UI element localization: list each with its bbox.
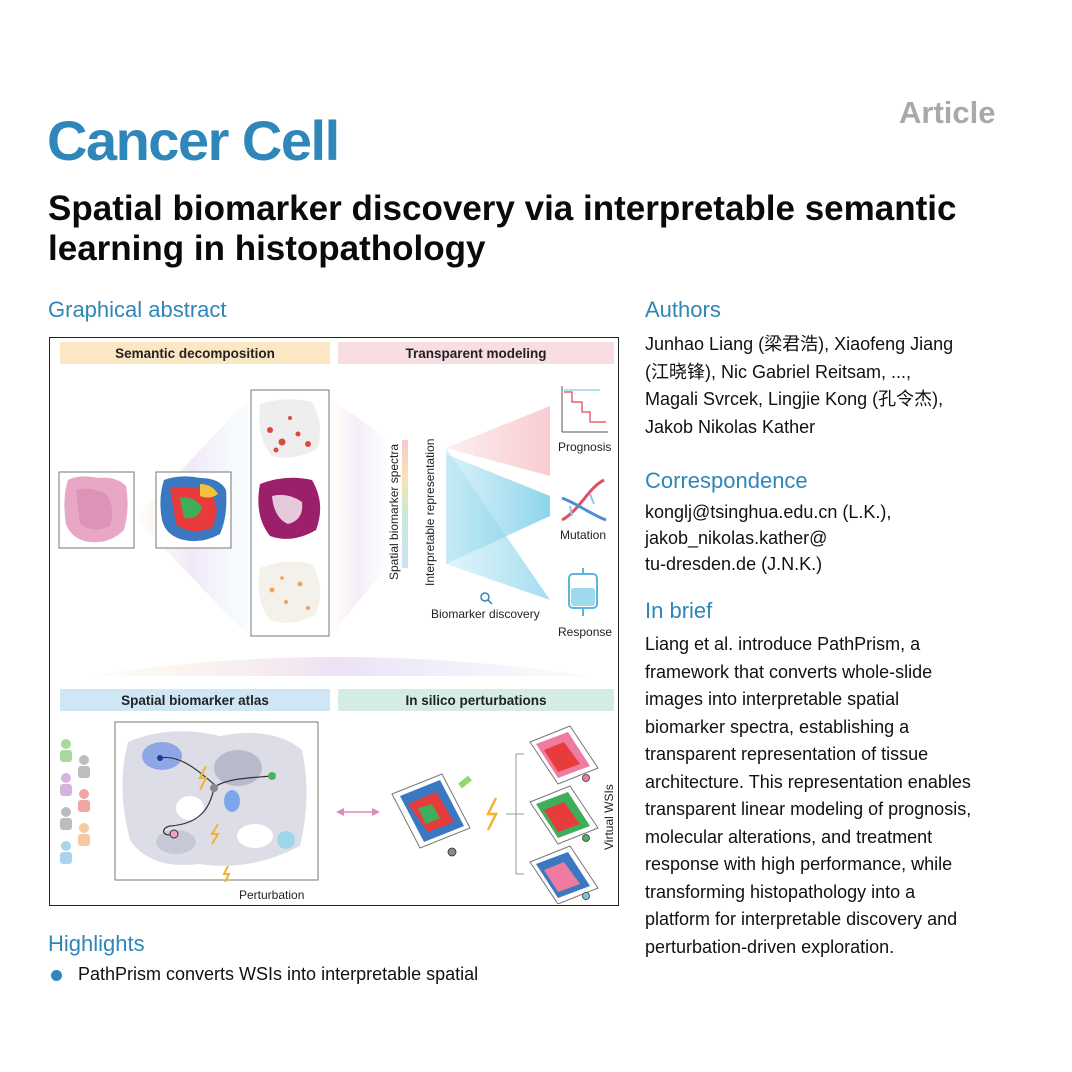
atlas-void xyxy=(176,796,204,820)
transparent-modeling-label: Transparent modeling xyxy=(405,346,546,361)
in-brief-text: Liang et al. introduce PathPrism, a fram… xyxy=(645,631,1045,961)
map-magenta-detail xyxy=(272,494,303,524)
graphical-abstract-heading: Graphical abstract xyxy=(48,297,227,322)
highlight-bullet-icon xyxy=(51,970,62,981)
highlight-item: PathPrism converts WSIs into interpretab… xyxy=(78,964,479,984)
spectra-prism xyxy=(330,398,386,636)
interpretable-representation-label: Interpretable representation xyxy=(423,439,437,586)
map-tissue-3 xyxy=(258,561,321,623)
virtual-wsi-tile-1 xyxy=(529,725,599,785)
perturbation-label: In silico perturbations xyxy=(405,693,546,708)
journal-name: Cancer Cell xyxy=(47,109,340,172)
prognosis-fan xyxy=(446,406,550,476)
prognosis-label: Prognosis xyxy=(558,440,611,454)
atlas-header xyxy=(60,689,330,711)
wsi-tissue-detail xyxy=(76,488,113,530)
biomarker-discovery-label: Biomarker discovery xyxy=(431,607,540,621)
in-brief-line: transforming histopathology into a xyxy=(645,881,916,902)
in-brief-line: biomarker spectra, establishing a xyxy=(645,716,910,737)
paper-title: Spatial biomarker discovery via interpre… xyxy=(48,189,957,268)
iv-bag-icon xyxy=(568,568,598,616)
in-brief-line: Liang et al. introduce PathPrism, a xyxy=(645,634,921,654)
double-arrow-icon xyxy=(336,808,380,816)
perturbation-header xyxy=(338,689,614,711)
authors-list: Junhao Liang (梁君浩), Xiaofeng Jiang (江晓锋)… xyxy=(645,331,1045,441)
graphical-abstract-svg: Semantic decomposition Transparent model… xyxy=(58,342,616,904)
atlas-region-lower xyxy=(156,830,196,854)
mutation-label: Mutation xyxy=(560,528,606,542)
semantic-decomposition-label: Semantic decomposition xyxy=(115,346,275,361)
in-brief-line: molecular alterations, and treatment xyxy=(645,826,933,847)
branch-point xyxy=(210,784,218,792)
perturbation-bolt-1 xyxy=(198,765,208,791)
end-point-pink xyxy=(169,829,179,839)
in-brief-line: response with high performance, while xyxy=(645,854,953,874)
seg-yellow xyxy=(200,484,218,498)
perturbation-legend-label: Perturbation xyxy=(239,888,304,902)
spectra-bar xyxy=(402,440,408,568)
highlights-heading: Highlights xyxy=(48,931,145,956)
authors-heading: Authors xyxy=(645,297,721,322)
virtual-wsi-tile-2 xyxy=(529,785,599,845)
correspondence-heading: Correspondence xyxy=(645,468,808,493)
map-orange-spots xyxy=(269,576,310,610)
atlas-void-2 xyxy=(237,824,273,848)
start-point xyxy=(157,755,163,761)
virtual-wsis-label: Virtual WSIs xyxy=(602,784,616,850)
in-brief-line: images into interpretable spatial xyxy=(645,689,900,709)
in-brief-line: transparent representation of tissue xyxy=(645,744,929,764)
correspondence-block: konglj@tsinghua.edu.cn (L.K.), jakob_nik… xyxy=(645,499,1045,577)
source-wsi-tile xyxy=(391,773,471,857)
transparent-modeling-header xyxy=(338,342,614,364)
brush-icon xyxy=(458,775,472,789)
correspondence-line[interactable]: jakob_nikolas.kather@ xyxy=(645,528,828,548)
in-brief-line: platform for interpretable discovery and xyxy=(645,909,958,929)
end-point-green xyxy=(268,772,276,780)
in-brief-line: architecture. This representation enable… xyxy=(645,771,971,792)
author-line: Magali Svrcek, Lingjie Kong (孔令杰), xyxy=(645,389,944,409)
people-icons xyxy=(60,739,90,864)
author-line: Junhao Liang (梁君浩), Xiaofeng Jiang xyxy=(645,334,954,354)
branch-lines xyxy=(506,753,524,875)
in-brief-line: framework that converts whole-slide xyxy=(645,661,933,682)
in-brief-line: transparent linear modeling of prognosis… xyxy=(645,799,972,819)
prognosis-icon xyxy=(561,386,608,433)
trajectory-path-2 xyxy=(163,787,215,836)
seg-green xyxy=(180,497,202,519)
semantic-decomposition-header xyxy=(60,342,330,364)
perturb-bolt-icon xyxy=(485,797,499,831)
spatial-biomarker-spectra-label: Spatial biomarker spectra xyxy=(387,444,401,580)
map-tissue-1 xyxy=(259,399,320,458)
response-fan xyxy=(446,448,550,600)
correspondence-line[interactable]: tu-dresden.de (J.N.K.) xyxy=(645,554,823,574)
author-line: Jakob Nikolas Kather xyxy=(645,416,816,437)
perturbation-bolt-2 xyxy=(210,823,220,845)
perturbation-legend-bolt xyxy=(222,865,231,883)
in-brief-line: perturbation-driven exploration. xyxy=(645,936,895,957)
article-type: Article xyxy=(899,95,996,130)
map-red-spots xyxy=(267,416,311,453)
graphical-abstract-figure: Semantic decomposition Transparent model… xyxy=(49,337,619,906)
virtual-wsi-tile-3 xyxy=(529,845,599,904)
mid-separator xyxy=(90,657,590,676)
response-label: Response xyxy=(558,625,612,639)
magnifier-icon xyxy=(480,592,493,605)
dna-icon xyxy=(561,478,607,522)
author-line: (江晓锋), Nic Gabriel Reitsam, ..., xyxy=(645,361,912,382)
correspondence-line[interactable]: konglj@tsinghua.edu.cn (L.K.), xyxy=(645,502,892,522)
atlas-region-gray xyxy=(214,750,262,786)
in-brief-heading: In brief xyxy=(645,598,713,623)
atlas-label: Spatial biomarker atlas xyxy=(121,693,269,708)
atlas-region-cyan xyxy=(277,831,295,849)
atlas-region-small xyxy=(224,790,240,812)
